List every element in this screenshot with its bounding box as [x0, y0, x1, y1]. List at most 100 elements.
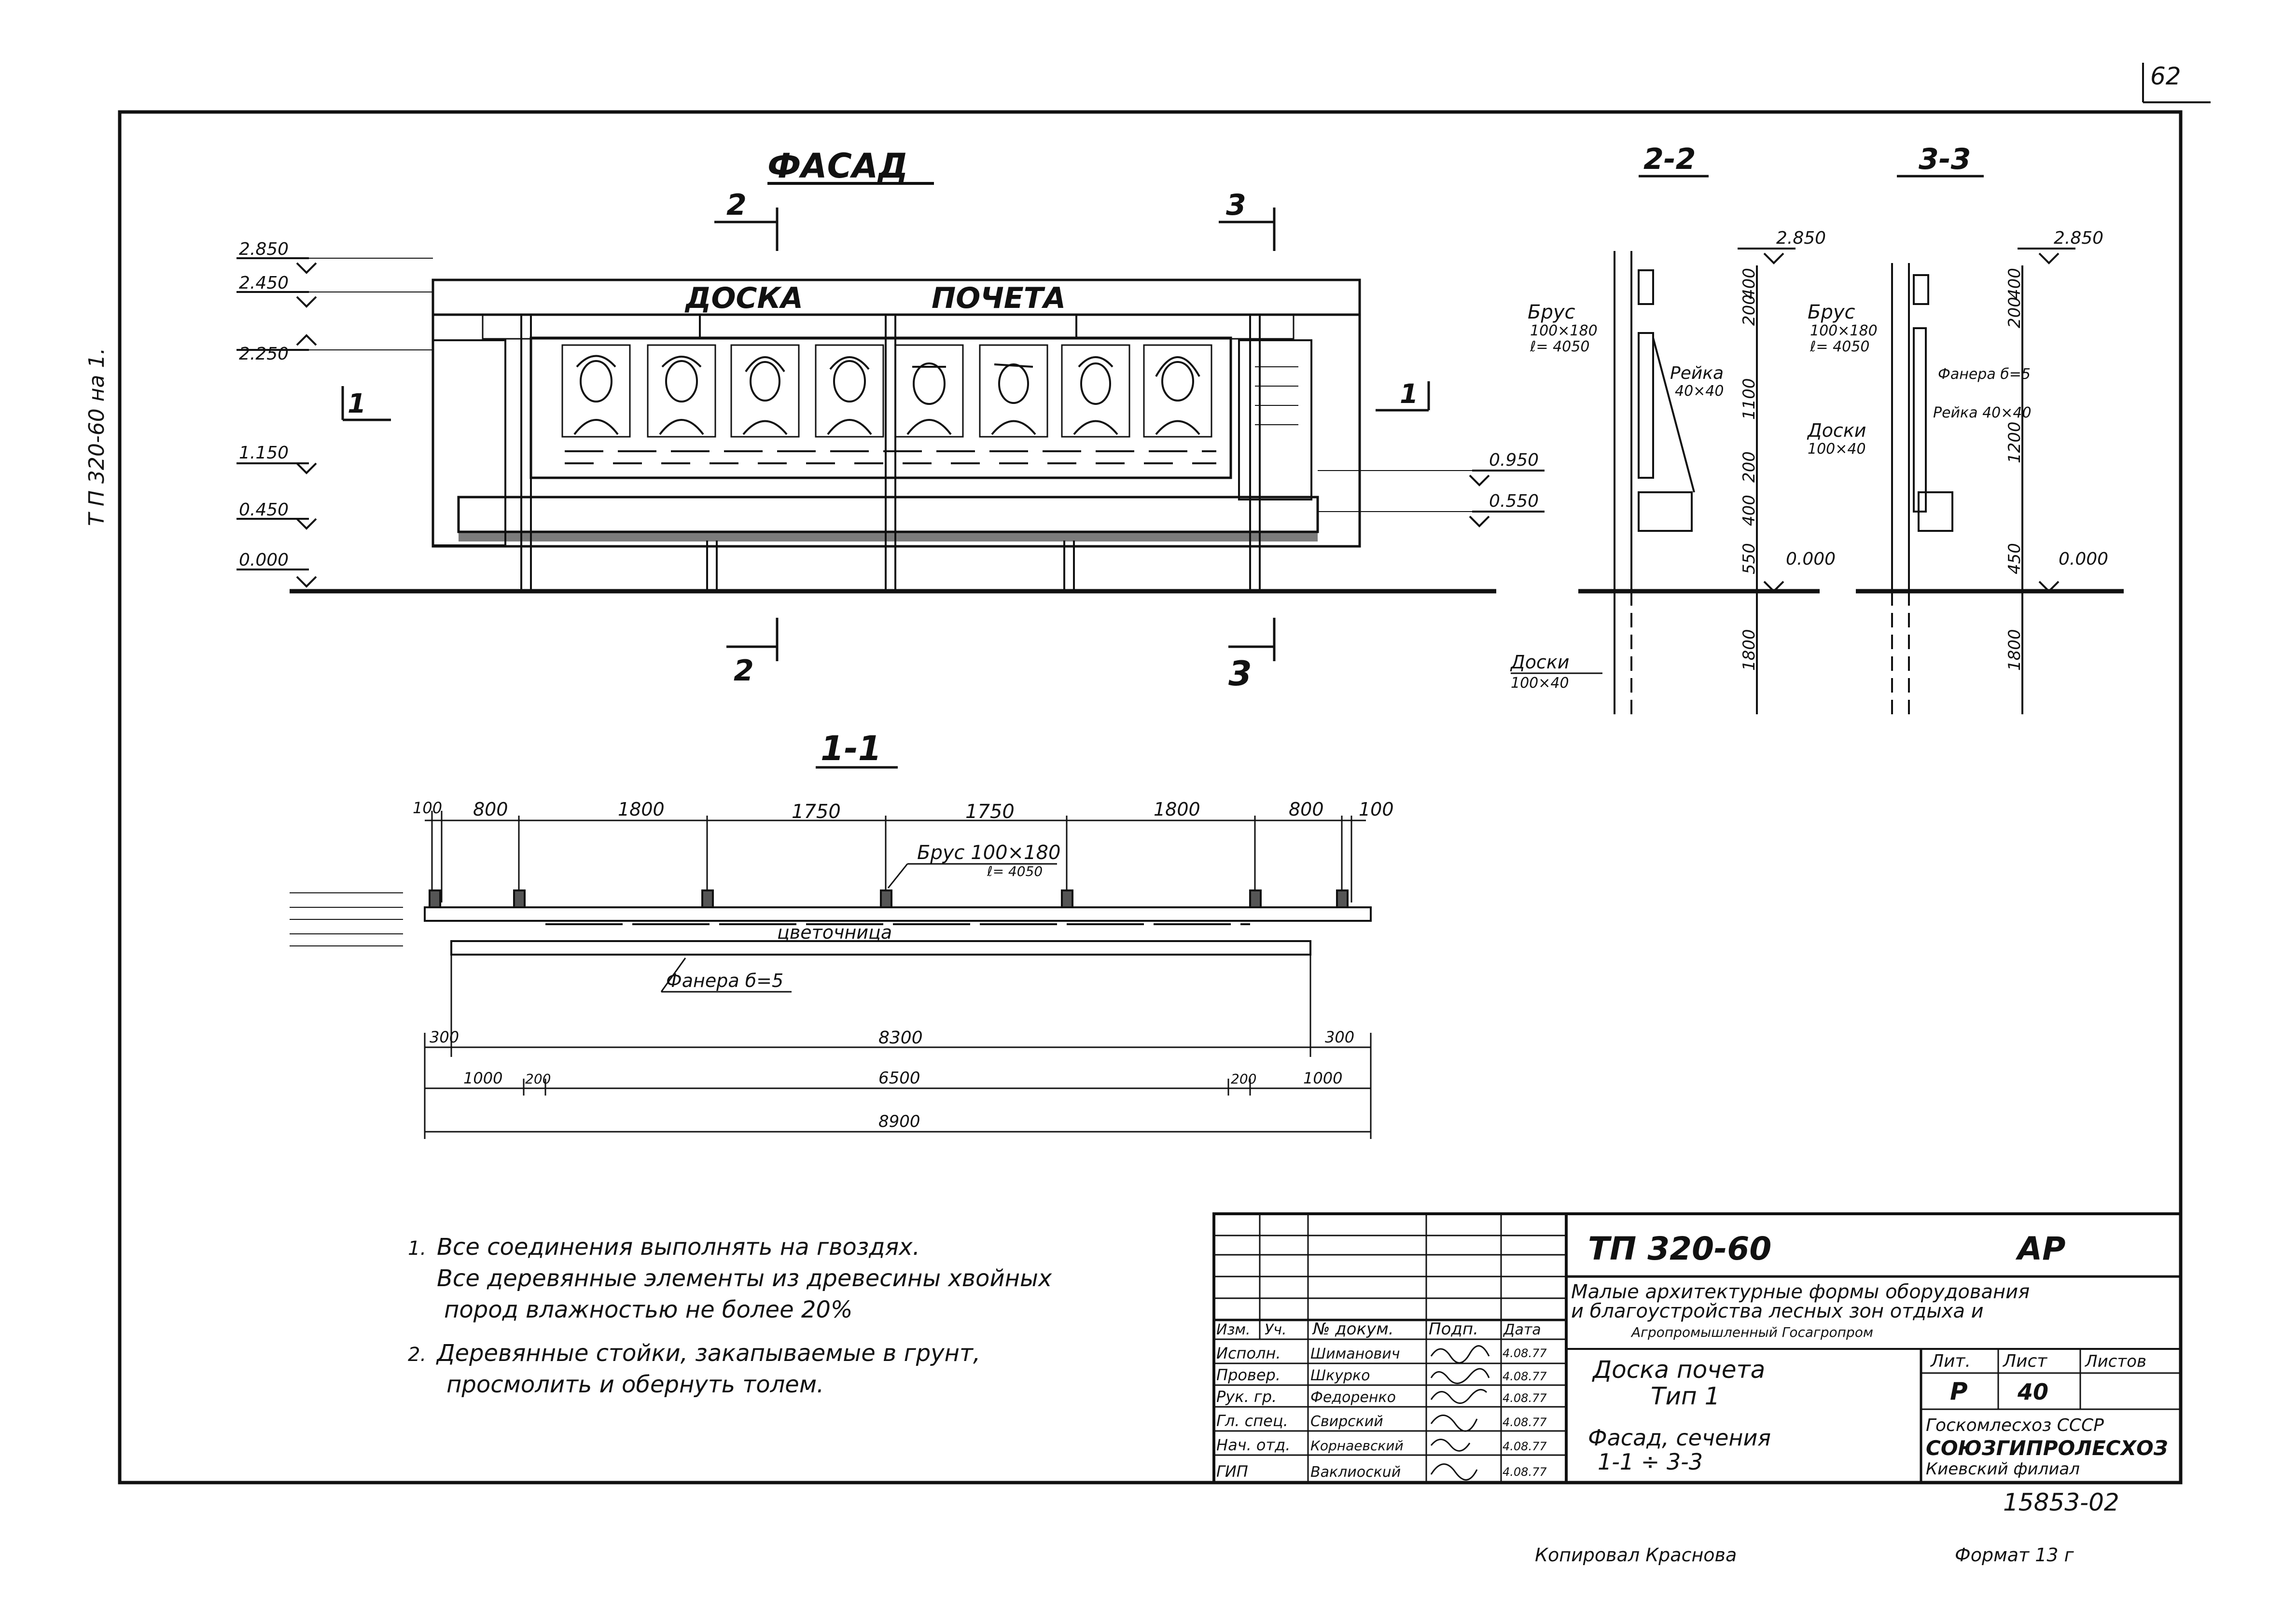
- tb-col-sign: Подп.: [1429, 1319, 1478, 1339]
- sec22-dim-400: 400: [1740, 268, 1759, 299]
- tb-col-date: Дата: [1503, 1321, 1541, 1338]
- tb-name-4: Свирский: [1310, 1413, 1383, 1430]
- side-stamp: Т П 320-60 на 1.: [84, 348, 109, 526]
- tb-date-4: 4.08.77: [1503, 1416, 1547, 1429]
- tb-date-3: 4.08.77: [1503, 1391, 1547, 1405]
- plan-bottom-dim-1000a: 1000: [463, 1069, 502, 1087]
- note-1-number: 1.: [408, 1237, 426, 1260]
- note-2-line-2: просмолить и обернуть толем.: [446, 1371, 824, 1398]
- sec33-dim-200: 200: [2005, 297, 2024, 328]
- plan-bottom-dim-200b: 200: [1231, 1071, 1256, 1087]
- portrait-frame: [647, 344, 716, 438]
- tb-sheet-1: Фасад, сечения: [1588, 1425, 1771, 1451]
- plan-top-dim-100a: 100: [413, 799, 442, 817]
- tb-description-2: и благоустройства лесных зон отдыха и: [1571, 1300, 1984, 1322]
- tb-name-5: Корнаевский: [1310, 1438, 1404, 1454]
- sec33-beam-len: ℓ= 4050: [1810, 338, 1869, 355]
- portrait-frame: [815, 344, 884, 438]
- plan-1-1-title: 1-1: [821, 729, 881, 768]
- plan-beam-label: Брус 100×180: [917, 842, 1060, 864]
- facade-title: ФАСАД: [767, 146, 908, 186]
- sec22-ground-level: 0.000: [1786, 549, 1836, 569]
- sec33-dim-1200: 1200: [2005, 421, 2024, 463]
- tb-role-6: ГИП: [1216, 1462, 1248, 1481]
- tb-col-uch: Уч.: [1265, 1321, 1287, 1338]
- tb-role-2: Провер.: [1216, 1366, 1281, 1384]
- footer-copied: Копировал Краснова: [1535, 1544, 1737, 1566]
- tb-name-2: Шкурко: [1310, 1367, 1370, 1384]
- plan-dim-300-right: 300: [1325, 1028, 1354, 1046]
- title-block: Изм. Уч. № докум. Подп. Дата Исполн. Про…: [1212, 1212, 2182, 1484]
- tb-description-1: Малые архитектурные формы оборудования: [1571, 1281, 2030, 1303]
- portrait-panel: [529, 336, 1232, 479]
- tb-lit-header: Лит.: [1930, 1351, 1971, 1371]
- tb-org-1: Госкомлесхоз СССР: [1926, 1416, 2104, 1435]
- plan-bottom-dim-200a: 200: [525, 1071, 551, 1087]
- plan-flowerbed-label: цветочница: [777, 922, 892, 943]
- sec33-dim-400: 400: [2005, 268, 2024, 299]
- tb-sheet-value: 40: [2017, 1379, 2048, 1405]
- cut-3-bottom-label: 3: [1228, 654, 1252, 694]
- sec33-dim-450: 450: [2005, 543, 2024, 574]
- plan-top-dim-1800b: 1800: [1154, 799, 1200, 820]
- facade-view: ФАСАД ДОСКА ПОЧЕТА: [237, 146, 1545, 694]
- note-1-line-1: Все соединения выполнять на гвоздях.: [437, 1234, 920, 1261]
- sec22-rail-size: 40×40: [1675, 383, 1724, 400]
- sign-word-2: ПОЧЕТА: [932, 281, 1066, 315]
- tb-object-1: Доска почета: [1592, 1356, 1765, 1384]
- sec22-boards-size: 100×40: [1511, 675, 1569, 692]
- section-3-3-title: 3-3: [1919, 142, 1971, 176]
- sec33-dim-1800: 1800: [2005, 629, 2024, 671]
- portrait-frames: [561, 344, 1212, 438]
- tb-role-5: Нач. отд.: [1216, 1436, 1290, 1454]
- sec33-beam-label: Брус: [1808, 301, 1855, 323]
- footer-format: Формат 13 г: [1955, 1544, 2074, 1566]
- sec33-boards-label: Доски: [1807, 420, 1866, 441]
- plan-top-dim-100b: 100: [1359, 799, 1394, 820]
- tb-col-izm: Изм.: [1216, 1321, 1251, 1338]
- portrait-frame: [1143, 344, 1212, 438]
- plan-top-dim-800b: 800: [1289, 799, 1324, 820]
- sheet-frame: [118, 110, 2183, 1485]
- level-left-0000: 0.000: [239, 550, 289, 570]
- note-2-line-1: Деревянные стойки, закапываемые в грунт,: [436, 1340, 980, 1367]
- portrait-frame: [561, 344, 631, 438]
- sec33-rail-label: Рейка 40×40: [1933, 404, 2032, 421]
- level-left-1150: 1.150: [239, 443, 289, 463]
- plan-top-dim-1750b: 1750: [965, 801, 1015, 823]
- tb-project-code: ТП 320-60: [1588, 1230, 1771, 1267]
- note-1-line-3: пород влажностью не более 20%: [444, 1296, 853, 1323]
- sec22-dim-200: 200: [1740, 294, 1759, 326]
- tb-date-2: 4.08.77: [1503, 1370, 1547, 1383]
- sec33-top-level: 2.850: [2054, 228, 2103, 248]
- portrait-frame: [730, 344, 800, 438]
- tb-role-1: Исполн.: [1216, 1344, 1281, 1362]
- plan-1-1: 1-1 100 800 1800 1750 1750 1800 800 100: [290, 729, 1394, 1139]
- tb-org-2: СОЮЗГИПРОЛЕСХОЗ: [1926, 1436, 2168, 1460]
- plan-bottom-dim-6500: 6500: [878, 1069, 920, 1088]
- plan-bottom-dim-1000b: 1000: [1303, 1069, 1342, 1087]
- sec33-ground-level: 0.000: [2059, 549, 2108, 569]
- tb-sheet-2: 1-1 ÷ 3-3: [1598, 1449, 1703, 1475]
- sec33-plywood-label: Фанера б=5: [1938, 366, 2031, 383]
- level-left-2850: 2.850: [239, 239, 289, 259]
- tb-date-6: 4.08.77: [1503, 1465, 1547, 1479]
- sec22-dim-1800: 1800: [1740, 629, 1759, 671]
- plan-beam-len: ℓ= 4050: [987, 863, 1043, 879]
- sign-word-1: ДОСКА: [684, 281, 803, 315]
- portrait-faces: [573, 355, 1200, 435]
- sec33-beam-size: 100×180: [1810, 322, 1878, 339]
- plan-top-dim-1800a: 1800: [618, 799, 665, 820]
- level-right-0550: 0.550: [1489, 491, 1539, 511]
- portrait-frame: [894, 344, 964, 438]
- portrait-frame: [979, 344, 1048, 438]
- sec22-dim-1100: 1100: [1740, 378, 1759, 420]
- section-3-3: 3-3 400 200 1200 450 1800 2.850 0.000 Бр…: [1807, 142, 2124, 714]
- tb-date-5: 4.08.77: [1503, 1440, 1547, 1453]
- sec22-beam-size: 100×180: [1530, 322, 1598, 339]
- level-right-0950: 0.950: [1489, 450, 1539, 470]
- tb-role-3: Рук. гр.: [1216, 1388, 1277, 1406]
- plan-plywood-label: Фанера б=5: [666, 970, 783, 991]
- level-left-0450: 0.450: [239, 500, 289, 520]
